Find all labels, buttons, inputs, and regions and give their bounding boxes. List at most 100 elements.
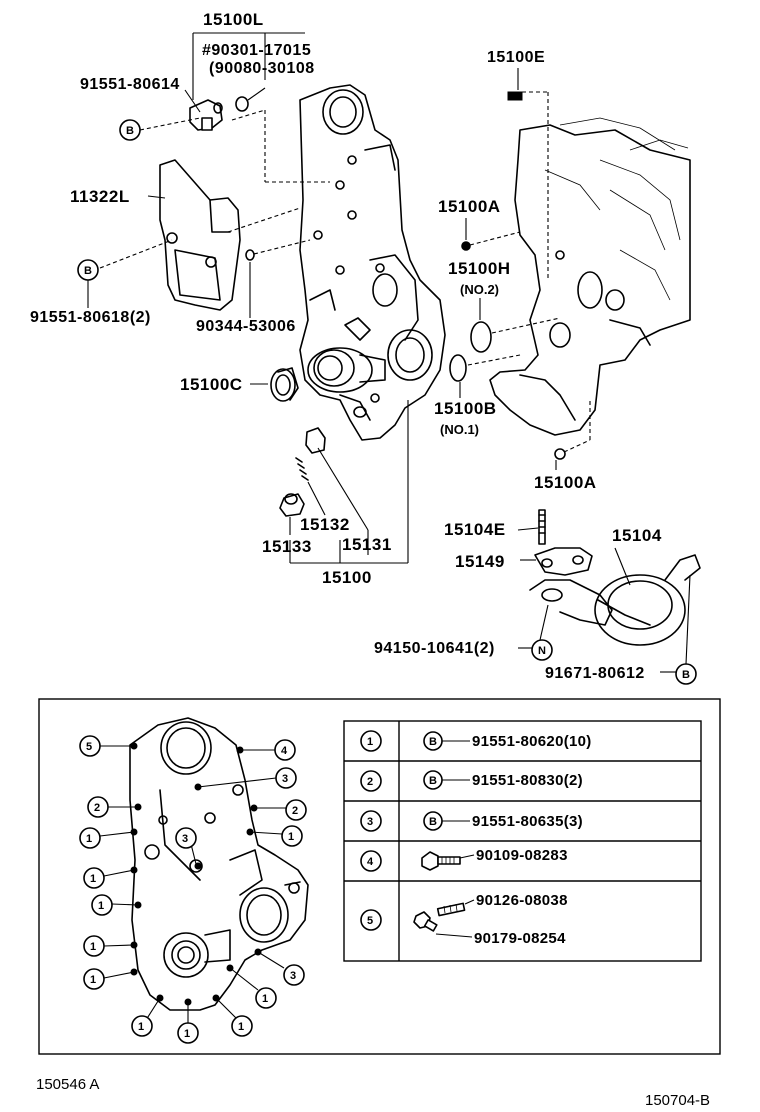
top-labels: 15100L #90301-17015 (90080-30108 91551-8…	[30, 10, 662, 682]
inset-frame	[38, 698, 721, 1055]
row-key: 1	[367, 736, 373, 748]
label-90301-17015: #90301-17015	[202, 42, 311, 59]
callout-2-left: 2	[87, 796, 109, 818]
svg-text:1: 1	[184, 1028, 190, 1040]
table-row: 2 B 91551-80830(2)	[360, 770, 583, 792]
oil-strainer-illustration	[529, 509, 701, 646]
label-no2: (NO.2)	[460, 282, 499, 297]
callout-1-right: 1	[281, 825, 303, 847]
label-15132: 15132	[300, 515, 350, 534]
label-15104E: 15104E	[444, 520, 506, 539]
callout-3-top: 3	[275, 767, 297, 789]
marker-b-bracket: B	[77, 259, 99, 281]
svg-text:B: B	[84, 265, 92, 277]
svg-text:1: 1	[98, 900, 104, 912]
row-marker: B	[429, 816, 437, 828]
svg-text:1: 1	[238, 1021, 244, 1033]
callout-2-right: 2	[285, 799, 307, 821]
svg-text:1: 1	[138, 1021, 144, 1033]
svg-text:4: 4	[281, 745, 288, 757]
label-no1: (NO.1)	[440, 422, 479, 437]
relief-valve-illustration	[279, 427, 326, 517]
callout-1-left-c: 1	[91, 894, 113, 916]
label-15100A-bottom: 15100A	[534, 473, 597, 492]
marker-n-strainer: N	[531, 639, 553, 661]
small-parts-illustration	[270, 91, 566, 460]
label-15100C: 15100C	[180, 375, 243, 394]
callout-1-left-a: 1	[79, 827, 101, 849]
callout-1-bottom-b: 1	[177, 1022, 199, 1044]
label-91551-80614: 91551-80614	[80, 76, 180, 93]
row-part-number: 91551-80620(10)	[472, 733, 592, 750]
label-15133: 15133	[262, 537, 312, 556]
row-marker: B	[429, 775, 437, 787]
callout-3-center: 3	[175, 827, 197, 849]
label-15100E: 15100E	[487, 49, 545, 66]
svg-text:1: 1	[262, 993, 268, 1005]
label-94150-10641: 94150-10641(2)	[374, 640, 495, 657]
bolt-icon	[413, 911, 438, 932]
callout-1-left-d: 1	[83, 935, 105, 957]
bracket-illustration	[159, 159, 255, 311]
inset-callouts: 5 4 3 2 2 1 1 3 1 1 1 1 3 1 1 1 1	[79, 735, 307, 1044]
svg-text:5: 5	[86, 741, 92, 753]
footer-code-left: 150546 A	[36, 1076, 99, 1093]
stud-bolt-icon	[421, 851, 461, 871]
callout-1-left-b: 1	[83, 867, 105, 889]
leader-lines	[87, 32, 691, 673]
row-part-number: 90126-08038	[476, 892, 568, 909]
row-part-number: 91551-80635(3)	[472, 813, 583, 830]
label-15104: 15104	[612, 526, 662, 545]
row-key: 2	[367, 776, 373, 788]
svg-text:3: 3	[282, 773, 288, 785]
inset-cover-illustration	[129, 717, 309, 1011]
svg-text:1: 1	[90, 941, 96, 953]
label-15100: 15100	[322, 568, 372, 587]
callout-1-bottom-c: 1	[231, 1015, 253, 1037]
label-11322L: 11322L	[70, 187, 130, 206]
svg-text:B: B	[126, 125, 134, 137]
callout-1-bottom-a: 1	[131, 1015, 153, 1037]
marker-b-strainer: B	[675, 663, 697, 685]
callout-1-left-e: 1	[83, 968, 105, 990]
svg-text:1: 1	[90, 974, 96, 986]
label-90344-53006: 90344-53006	[196, 318, 296, 335]
table-row: 4 90109-08283	[360, 847, 568, 872]
row-marker: B	[429, 736, 437, 748]
svg-text:3: 3	[182, 833, 188, 845]
label-15131: 15131	[342, 535, 392, 554]
callout-1-bottom-right: 1	[255, 987, 277, 1009]
label-15100L: 15100L	[203, 10, 264, 29]
row-part-number-2: 90179-08254	[474, 930, 566, 947]
svg-text:1: 1	[288, 831, 294, 843]
timing-chain-cover-illustration	[299, 84, 446, 441]
row-part-number: 91551-80830(2)	[472, 772, 583, 789]
svg-text:B: B	[682, 669, 690, 681]
label-15100B: 15100B	[434, 399, 497, 418]
label-15100A-top: 15100A	[438, 197, 501, 216]
svg-text:2: 2	[292, 805, 298, 817]
svg-text:2: 2	[94, 802, 100, 814]
svg-text:1: 1	[86, 833, 92, 845]
callout-4-top: 4	[274, 739, 296, 761]
footer-code-right: 150704-B	[645, 1092, 710, 1109]
label-15100H: 15100H	[448, 259, 511, 278]
label-90080-30108: (90080-30108	[209, 60, 315, 77]
bolt-table: 1 B 91551-80620(10) 2 B 91551-80830(2) 3…	[343, 720, 702, 962]
callout-3-bottom: 3	[283, 964, 305, 986]
inset-leaders	[99, 745, 286, 1025]
row-key: 3	[367, 816, 373, 828]
svg-text:3: 3	[290, 970, 296, 982]
row-part-number: 90109-08283	[476, 847, 568, 864]
svg-text:N: N	[538, 645, 546, 657]
table-row: 5 90126-08038 90179-08254	[360, 892, 568, 947]
label-91671-80612: 91671-80612	[545, 665, 645, 682]
label-91551-80618: 91551-80618(2)	[30, 309, 151, 326]
svg-text:1: 1	[90, 873, 96, 885]
row-key: 4	[367, 856, 374, 868]
row-key: 5	[367, 915, 373, 927]
engine-block-illustration	[489, 117, 691, 436]
callout-5-top: 5	[79, 735, 101, 757]
table-row: 3 B 91551-80635(3)	[360, 810, 583, 832]
